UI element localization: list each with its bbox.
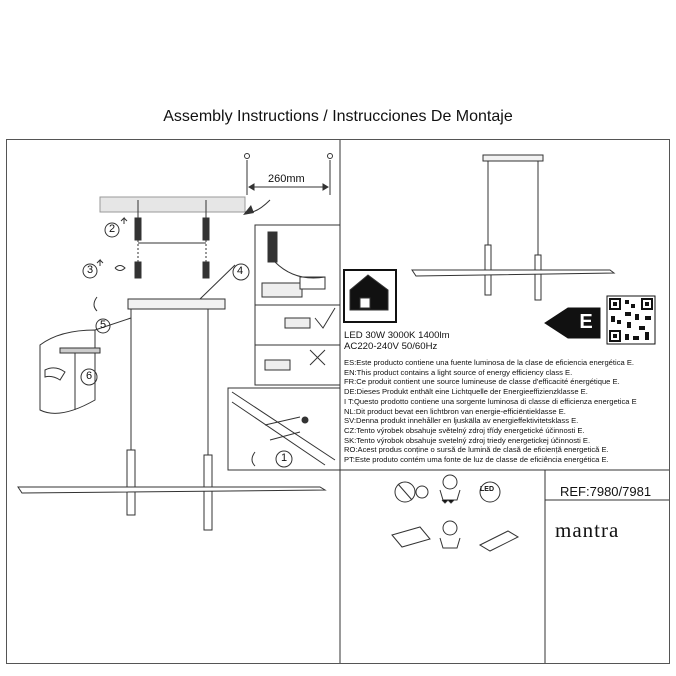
pendant-tube-right xyxy=(203,454,213,531)
step-circle-3 xyxy=(82,263,98,279)
arrow-up-icon xyxy=(120,216,128,224)
check-icon xyxy=(314,307,336,329)
energy-class-letter: E xyxy=(579,311,593,333)
energy-statement: SK:Tento výrobok obsahuje svetelný zdroj… xyxy=(344,435,591,445)
step-label-4: 4 xyxy=(237,265,244,277)
step-label-2: 2 xyxy=(109,223,116,235)
canopy xyxy=(127,298,226,310)
screw-anchors xyxy=(134,200,210,279)
energy-statement: PT:Este produto contém uma fonte de luz … xyxy=(344,455,609,465)
rotate-icon xyxy=(251,451,256,467)
energy-statement: RO:Acest produs conține o sursă de lumin… xyxy=(344,445,609,455)
technician-cap-icon xyxy=(439,537,461,549)
spec-voltage: AC220-240V 50/60Hz xyxy=(344,341,438,352)
spec-block: LED 30W 3000K 1400lm AC220-240V 50/60Hz xyxy=(344,330,450,352)
step-circle-5 xyxy=(95,318,111,334)
rotate-icon xyxy=(114,265,126,271)
fixture-preview xyxy=(411,154,616,301)
person-cap-icon xyxy=(439,489,461,501)
main-light-bar xyxy=(17,486,327,494)
spec-power: LED 30W 3000K 1400lm xyxy=(344,330,450,341)
dimension-marker xyxy=(244,153,333,195)
step-label-6: 6 xyxy=(86,370,93,382)
pendant-tube-left xyxy=(126,449,136,516)
house-ground-icon xyxy=(343,269,397,323)
step-label-3: 3 xyxy=(87,264,94,276)
energy-statement: EN:This product contains a light source … xyxy=(344,367,573,377)
rotate-icon xyxy=(93,296,98,312)
energy-class-arrow-icon xyxy=(544,307,601,339)
ceiling-surface xyxy=(99,196,246,213)
wire-icon xyxy=(274,261,326,279)
driver-module-icon xyxy=(391,526,431,548)
energy-statement: DE:Dieses Produkt enthält eine Lichtquel… xyxy=(344,387,588,397)
step-circle-2 xyxy=(104,222,120,238)
led-icon-label: LED xyxy=(480,486,494,493)
bulb-replacement-icon xyxy=(394,481,429,503)
energy-statements: ES:Este producto contiene una fuente lum… xyxy=(344,358,637,465)
terminal-block-icon xyxy=(261,282,303,298)
person-icon xyxy=(442,474,458,490)
led-driver-icon xyxy=(478,530,520,552)
arrow-head-icon xyxy=(243,205,254,215)
junction-box-wrong-icon xyxy=(264,359,291,371)
junction-box-ok-icon xyxy=(284,317,311,329)
wire-connector-icon xyxy=(264,416,301,441)
led-icon xyxy=(479,481,501,503)
step-circle-4 xyxy=(232,263,250,281)
energy-statement: ES:Este producto contiene una fuente lum… xyxy=(344,358,635,367)
energy-statement: NL:Dit product bevat een lichtbron van e… xyxy=(344,406,566,416)
energy-statement: SV:Denna produkt innehåller en ljuskälla… xyxy=(344,416,579,426)
reference-number: REF:7980/7981 xyxy=(560,484,652,499)
arrow-up-icon xyxy=(96,258,104,266)
connector-icon xyxy=(299,276,326,290)
screwdriver-icon xyxy=(267,231,278,263)
qr-code-icon xyxy=(606,295,656,345)
dimension-label: 260mm xyxy=(268,173,305,185)
step-circle-1 xyxy=(275,450,293,468)
step-label-5: 5 xyxy=(100,319,107,331)
content-frame xyxy=(6,139,670,664)
step-label-1: 1 xyxy=(281,452,288,464)
height-adjust-detail xyxy=(39,317,132,414)
leader-line xyxy=(199,264,236,300)
cross-icon xyxy=(309,349,326,366)
brand-logo: mantra xyxy=(555,518,620,542)
energy-statement: I T:Questo prodotto contiene una sorgent… xyxy=(344,396,637,406)
energy-statement: FR:Ce produit contient une source lumine… xyxy=(344,377,620,387)
step-circle-6 xyxy=(80,368,98,386)
bar-perspective-icon xyxy=(231,391,336,466)
hand-icon xyxy=(44,367,66,381)
energy-statement: CZ:Tento výrobek obsahuje světelný zdroj… xyxy=(344,425,585,435)
play-arrows-icon xyxy=(441,499,455,504)
page-title: Assembly Instructions / Instrucciones De… xyxy=(163,108,513,125)
technician-icon xyxy=(442,520,458,536)
